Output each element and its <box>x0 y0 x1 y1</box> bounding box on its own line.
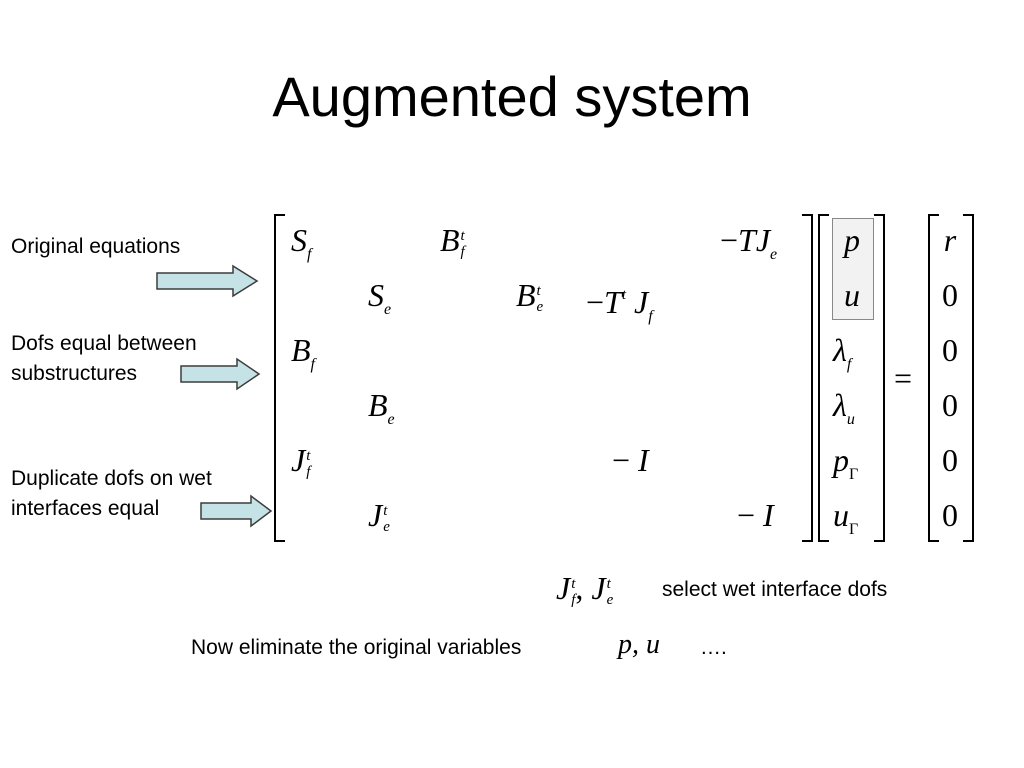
arrow-right-icon <box>180 357 261 391</box>
matrix-entry-minus-tj-e: −TJe <box>720 222 778 263</box>
rhs-left-bracket <box>928 214 939 542</box>
rhs-right-bracket <box>963 214 974 542</box>
matrix-entry-b-f: Bf <box>291 332 315 373</box>
matrix-left-bracket <box>274 214 285 542</box>
unknown-lambda-f: λf <box>833 332 852 373</box>
rhs-entry: 0 <box>942 332 958 368</box>
matrix-entry-s-f: Sf <box>291 222 312 263</box>
unknown-u-gamma: uΓ <box>833 497 859 538</box>
rhs-entry: 0 <box>942 277 958 313</box>
matrix-entry-b-e: Be <box>368 387 395 428</box>
matrix-entry-s-e: Se <box>368 277 392 318</box>
eliminate-text: Now eliminate the original variables <box>191 636 522 659</box>
rhs-entry: r <box>943 222 957 258</box>
highlight-box <box>832 218 874 320</box>
matrix-right-bracket <box>802 214 813 542</box>
label-dofs-equal-line1: Dofs equal between <box>11 332 197 355</box>
arrow-right-icon <box>200 494 273 528</box>
eliminate-variables: p, u <box>618 629 660 660</box>
rhs-entry: 0 <box>942 442 958 478</box>
rhs-entry: 0 <box>942 387 958 423</box>
select-wet-dofs-text: select wet interface dofs <box>662 578 888 601</box>
slide-title: Augmented system <box>272 65 752 128</box>
unknown-p: p <box>844 222 860 258</box>
matrix-entry-minus-tt-jf: −Tt Jf <box>586 284 653 325</box>
vector-right-bracket <box>874 214 885 542</box>
matrix-entry-minus-i: − I <box>737 497 774 533</box>
label-duplicate-dofs-line1: Duplicate dofs on wet <box>11 467 212 490</box>
label-original-equations: Original equations <box>11 235 181 258</box>
arrow-right-icon <box>156 264 259 298</box>
label-duplicate-dofs-line2: interfaces equal <box>11 497 160 520</box>
matrix-entry-minus-i: − I <box>612 442 649 478</box>
unknown-p-gamma: pΓ <box>833 442 859 483</box>
rhs-entry: 0 <box>942 497 958 533</box>
vector-left-bracket <box>818 214 829 542</box>
label-dofs-equal-line2: substructures <box>11 362 138 385</box>
unknown-u: u <box>844 277 860 313</box>
ellipsis: …. <box>700 636 727 659</box>
equals-sign: = <box>894 360 913 396</box>
unknown-lambda-u: λu <box>833 387 855 428</box>
